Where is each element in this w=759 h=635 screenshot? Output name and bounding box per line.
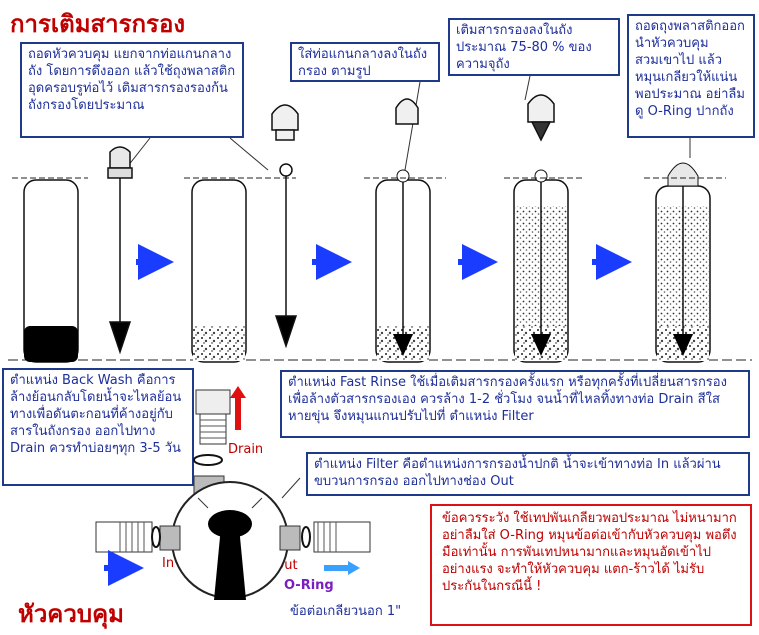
- fastrinse-note: ตำแหน่ง Fast Rinse ใช้เมื่อเติมสารกรองคร…: [280, 370, 750, 438]
- connector-label: ข้อต่อเกลียวนอก 1": [290, 604, 402, 619]
- tank-2: [184, 177, 296, 363]
- step-2-valve: [271, 104, 299, 141]
- tank-5: [644, 162, 726, 363]
- control-valve: [95, 386, 371, 600]
- step-3-note: เติมสารกรองลงในถังประมาณ 75-80 % ของความ…: [448, 18, 620, 76]
- warning-note: ข้อควรระวัง ใช้เทปพันเกลียวพอประมาณ ไม่ห…: [430, 504, 752, 626]
- footer-title: หัวควบคุม: [18, 600, 124, 628]
- step-2-pipe: [274, 163, 298, 349]
- oring-label: O-Ring: [284, 578, 334, 593]
- tank-3: [364, 169, 446, 363]
- in-label: In: [162, 556, 175, 571]
- step-3-valve: [395, 98, 419, 125]
- tank-1: [12, 177, 88, 363]
- step-1-note: ถอดหัวควบคุม แยกจากท่อแกนกลางถัง โดยการด…: [20, 42, 244, 138]
- drain-label: Drain: [228, 442, 264, 457]
- tank-4: [504, 169, 582, 363]
- step-4-note: ถอดถุงพลาสติกออก นำหัวควบคุมสวมเขาไป แล้…: [627, 14, 755, 138]
- step-1-pipe: [107, 146, 133, 355]
- step-4-valve: [527, 94, 555, 142]
- page-title: การเติมสารกรอง: [10, 10, 186, 38]
- filter-note: ตำแหน่ง Filter คือตำแหน่งการกรองน้ำปกติ …: [306, 452, 750, 496]
- backwash-note: ตำแหน่ง Back Wash คือการล้างย้อนกลับโดยน…: [2, 368, 194, 486]
- step-2-note: ใส่ท่อแกนกลางลงในถังกรอง ตามรูป: [290, 42, 440, 82]
